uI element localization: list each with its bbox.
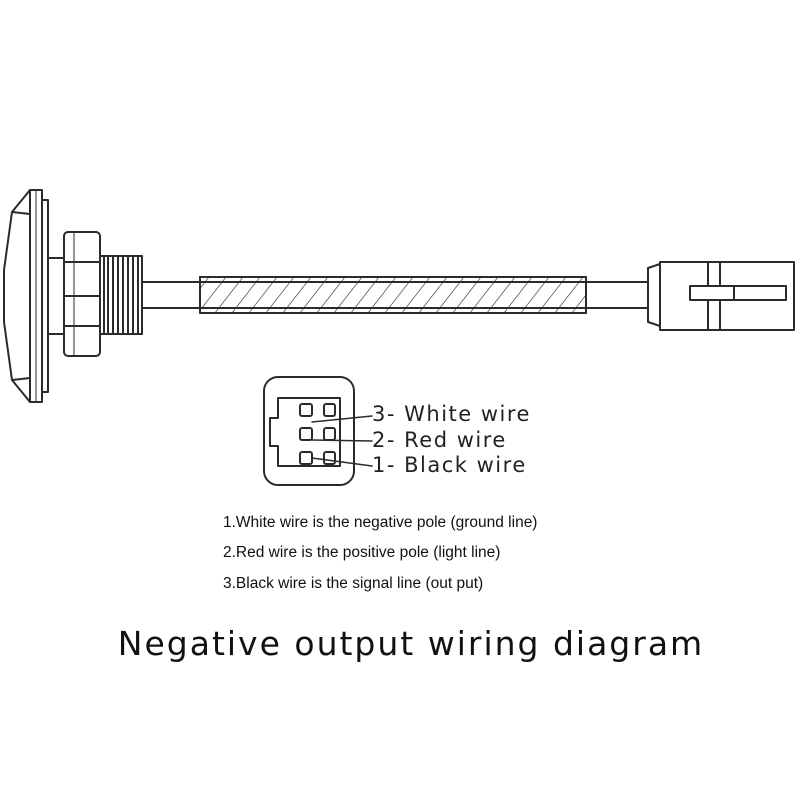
hex-nut xyxy=(63,231,101,357)
diagram-title: Negative output wiring diagram xyxy=(117,624,705,663)
pin-number: 3 xyxy=(372,402,387,426)
pin-label-1: 1- Black wire xyxy=(372,453,527,477)
connector-plug xyxy=(647,261,795,331)
pin-label-3: 3- White wire xyxy=(372,402,531,426)
threaded-body xyxy=(47,255,143,335)
connector-pinout xyxy=(263,376,373,486)
note-red-wire: 2.Red wire is the positive pole (light l… xyxy=(223,544,501,561)
note-white-wire: 1.White wire is the negative pole (groun… xyxy=(223,514,538,531)
pin-number: 1 xyxy=(372,453,387,477)
pin-number: 2 xyxy=(372,428,387,452)
note-black-wire: 3.Black wire is the signal line (out put… xyxy=(223,575,484,592)
pin-wire-label: Red wire xyxy=(404,428,507,452)
pin-wire-label: White wire xyxy=(404,402,531,426)
pin-wire-label: Black wire xyxy=(404,453,527,477)
pin-label-2: 2- Red wire xyxy=(372,428,507,452)
cable xyxy=(141,276,649,314)
button-head xyxy=(3,189,49,403)
